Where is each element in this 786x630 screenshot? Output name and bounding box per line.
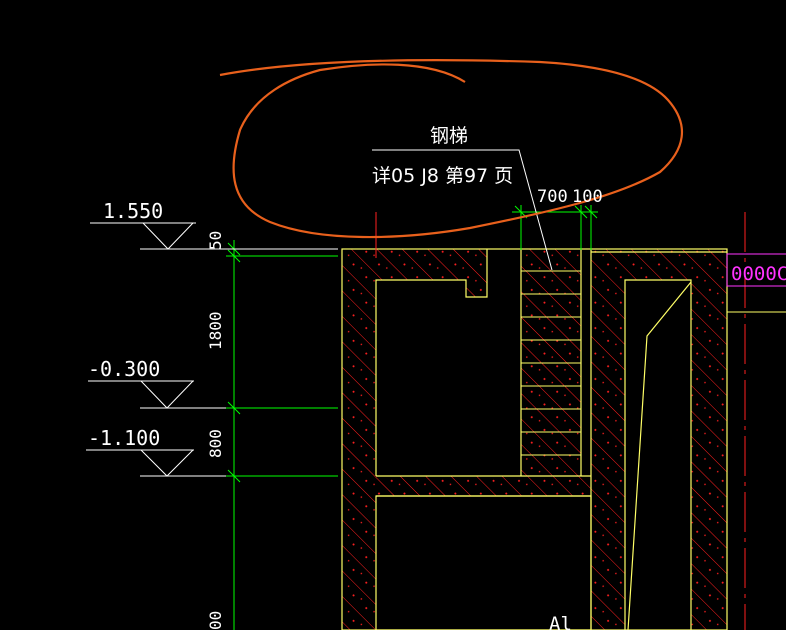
dimension-700: 700	[537, 187, 568, 207]
dimension-1800: 1800	[206, 311, 225, 350]
elevation-marker-2	[88, 380, 226, 409]
sloped-wall-line	[627, 281, 692, 630]
dimension-tick	[227, 469, 241, 483]
concrete-walls	[342, 249, 727, 630]
left-wall-hatch	[342, 249, 591, 630]
elevation-2-label: -0.300	[88, 357, 160, 381]
ladder-title: 钢梯	[430, 125, 468, 147]
dimension-tick	[227, 401, 241, 415]
elevation-marker-1	[90, 222, 338, 250]
tag-text: 0000C	[731, 263, 786, 285]
dimension-bottom: 00	[206, 611, 225, 630]
elevation-1-label: 1.550	[103, 199, 163, 223]
dimension-100: 100	[572, 187, 603, 207]
room-label: Al	[549, 613, 572, 630]
dimension-tick	[227, 249, 241, 263]
outer-wall-outline	[341, 248, 728, 630]
elevation-3-label: -1.100	[88, 426, 160, 450]
right-shaft-outline	[624, 279, 692, 630]
elevation-marker-3	[86, 449, 226, 477]
callout-leader-line	[372, 149, 553, 271]
tag-box: 0000C	[726, 253, 786, 287]
steel-ladder-rungs	[521, 270, 581, 456]
centerlines	[375, 212, 746, 630]
elevation-markers	[86, 222, 338, 477]
upper-chamber-outline	[375, 249, 488, 476]
markup-circle	[219, 59, 683, 239]
lower-chamber-outline	[375, 495, 592, 630]
ladder-reference: 详05 J8 第97 页	[372, 165, 513, 187]
dimension-tick	[574, 205, 588, 219]
right-wall-hatch	[591, 249, 727, 630]
dimension-800: 800	[206, 429, 225, 458]
dimension-tick	[584, 205, 598, 219]
dimension-50: 50	[206, 231, 225, 250]
